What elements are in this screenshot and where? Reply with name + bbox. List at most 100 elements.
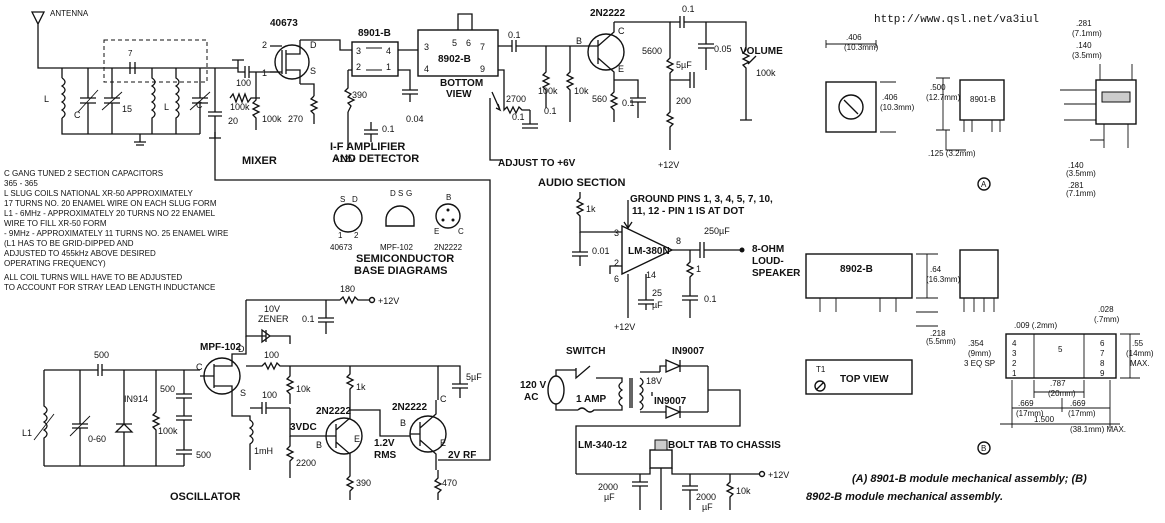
ac-label-1: 120 V — [520, 380, 546, 391]
svg-text:T1: T1 — [816, 365, 826, 374]
res-1k-label: 1k — [586, 204, 596, 214]
semiconductor-label-2: BASE DIAGRAMS — [354, 265, 448, 277]
res-180-label: 180 — [340, 284, 355, 294]
svg-text:(20mm): (20mm) — [1048, 389, 1076, 398]
transformer-18v-label: 18V — [646, 376, 662, 386]
svg-text:TO ACCOUNT FOR STRAY LEAD LENG: TO ACCOUNT FOR STRAY LEAD LENGTH INDUCTA… — [4, 283, 215, 292]
cap-c2-label: C — [196, 100, 203, 110]
svg-text:E: E — [434, 227, 439, 236]
svg-text:(3.5mm): (3.5mm) — [1066, 169, 1096, 178]
mech-assembly-a: .406 (10.3mm) .406 (10.3mm) .500 (12.7mm… — [825, 19, 1137, 198]
plus12-b: +12V — [658, 160, 679, 170]
cap-500b-label: 500 — [160, 384, 175, 394]
plus12-a: +12V — [334, 154, 355, 164]
res-390b-label: 390 — [356, 478, 371, 488]
coil-l1-label: L1 — [22, 428, 32, 438]
vdc-label: 3VDC — [290, 422, 317, 433]
res-100kc-label: 100k — [158, 426, 178, 436]
cap-01g-label: 0.1 — [302, 314, 315, 324]
svg-text:.406: .406 — [846, 33, 862, 42]
svg-text:7: 7 — [480, 42, 485, 52]
svg-text:(9mm): (9mm) — [968, 349, 991, 358]
cap-7-label: 7 — [128, 49, 133, 58]
svg-text:.281: .281 — [1068, 181, 1084, 190]
speaker-label-1: 8-OHM — [752, 244, 784, 255]
svg-text:BOTTOM: BOTTOM — [440, 78, 483, 89]
regulator-lm340-body — [649, 449, 673, 469]
svg-text:2: 2 — [1012, 359, 1017, 368]
svg-text:.500: .500 — [930, 83, 946, 92]
zener-label-2: ZENER — [258, 314, 289, 324]
zener-label-1: 10V — [264, 304, 280, 314]
svg-text:A: A — [981, 180, 987, 189]
svg-text:2: 2 — [262, 40, 267, 50]
res-2700-label: 2700 — [506, 94, 526, 104]
svg-text:.64: .64 — [930, 265, 942, 274]
speaker-label-3: SPEAKER — [752, 268, 801, 279]
svg-text:(14mm): (14mm) — [1126, 349, 1154, 358]
svg-text:C GANG TUNED 2 SECTION CAPA: C GANG TUNED 2 SECTION CAPACITORS — [4, 169, 163, 178]
svg-text:3: 3 — [424, 42, 429, 52]
svg-text:(17mm): (17mm) — [1068, 409, 1096, 418]
res-5600-label: 5600 — [642, 46, 662, 56]
notes-block: C GANG TUNED 2 SECTION CAPACITORS 365 - … — [4, 169, 228, 292]
cap-2000b-unit: µF — [702, 502, 713, 512]
svg-text:2: 2 — [354, 231, 359, 240]
mixer-fet-label: 40673 — [270, 18, 298, 29]
svg-text:8: 8 — [1100, 359, 1105, 368]
svg-text:9: 9 — [1100, 369, 1105, 378]
caption-line-1: (A) 8901-B module mechanical assembly; (… — [852, 473, 1087, 485]
svg-text:40673: 40673 — [330, 243, 353, 252]
res-560-label: 560 — [592, 94, 607, 104]
svg-text:5: 5 — [452, 38, 457, 48]
svg-text:.281: .281 — [1076, 19, 1092, 28]
svg-text:6: 6 — [614, 274, 619, 284]
svg-text:B: B — [576, 36, 582, 46]
svg-text:B: B — [400, 418, 406, 428]
svg-text:(.7mm): (.7mm) — [1094, 315, 1120, 324]
bolt-tab-note: BOLT TAB TO CHASSIS — [668, 440, 781, 451]
svg-text:S: S — [310, 66, 316, 76]
caption-line-2: 8902-B module mechanical assembly. — [806, 491, 1003, 503]
res-10kb-label: 10k — [296, 384, 311, 394]
svg-text:7: 7 — [1100, 349, 1105, 358]
cap-004-label: 0.04 — [406, 114, 424, 124]
cap-001-label: 0.01 — [592, 246, 610, 256]
svg-text:4: 4 — [386, 46, 391, 56]
svg-text:2N2222: 2N2222 — [316, 406, 351, 417]
res-10kc-label: 10k — [736, 486, 751, 496]
osc-transistor-1-2n2222: 2N2222 B E — [312, 400, 363, 470]
osc-transistor-2-2n2222: 2N2222 B C E — [392, 394, 447, 470]
diode-2-label: IN9007 — [654, 396, 687, 407]
svg-text:MPF-102: MPF-102 — [380, 243, 413, 252]
svg-text:14: 14 — [646, 270, 656, 280]
svg-text:2: 2 — [356, 62, 361, 72]
res-1-label: 1 — [696, 264, 701, 274]
svg-text:.669: .669 — [1018, 399, 1034, 408]
svg-text:4: 4 — [1012, 339, 1017, 348]
rms-label-1: 1.2V — [374, 438, 395, 449]
cap-15-label: 15 — [122, 104, 132, 114]
svg-text:B: B — [316, 440, 322, 450]
svg-text:ALL COIL TURNS WILL HAVE TO BE: ALL COIL TURNS WILL HAVE TO BE ADJUSTED — [4, 273, 182, 282]
if-section-label-2: AND DETECTOR — [332, 153, 419, 165]
antenna-label: ANTENNA — [50, 9, 89, 18]
svg-text:4: 4 — [424, 64, 429, 74]
ground-pins-note-1: GROUND PINS 1, 3, 4, 5, 7, 10, — [630, 194, 773, 205]
if-module-8901b: 8901-B 3 4 2 1 — [351, 28, 399, 77]
svg-text:(17mm): (17mm) — [1016, 409, 1044, 418]
rms-label-2: RMS — [374, 450, 397, 461]
audio-section-label: AUDIO SECTION — [538, 177, 625, 189]
svg-text:S: S — [398, 189, 403, 198]
svg-text:(10.3mm): (10.3mm) — [880, 103, 915, 112]
svg-text:B: B — [981, 444, 986, 453]
svg-text:365 - 365: 365 - 365 — [4, 179, 38, 188]
rf-out-label: 2V RF — [448, 450, 476, 461]
diode-1-label: IN9007 — [672, 346, 705, 357]
svg-text:2: 2 — [614, 258, 619, 268]
res-2200-label: 2200 — [296, 458, 316, 468]
svg-text:C: C — [458, 227, 464, 236]
res-100kv-label: 100k — [756, 68, 776, 78]
res-200-label: 200 — [676, 96, 691, 106]
svg-text:.125 (3.2mm): .125 (3.2mm) — [928, 149, 976, 158]
